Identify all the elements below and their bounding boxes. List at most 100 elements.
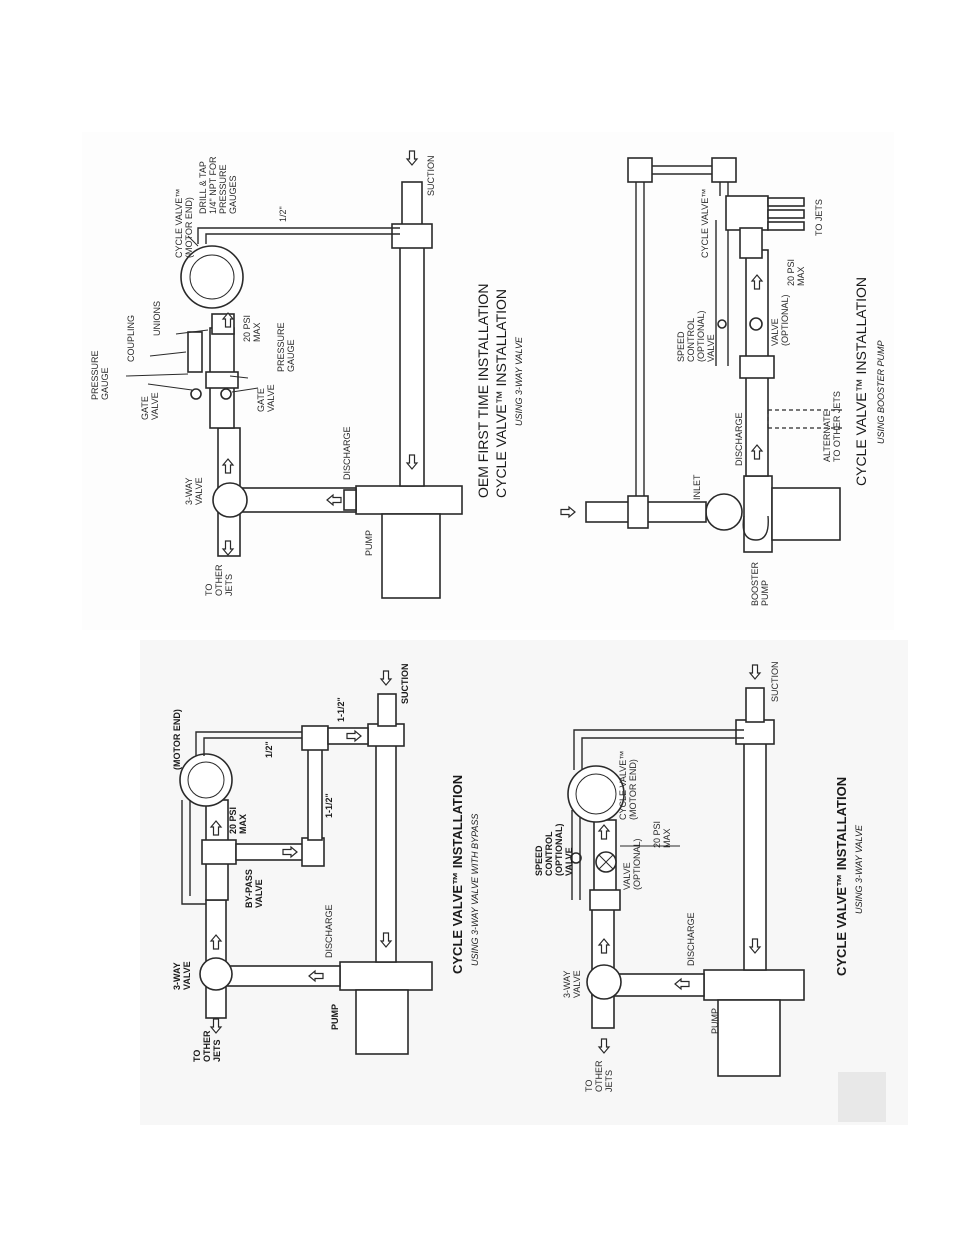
union-d <box>589 889 621 911</box>
half-inch-line-c <box>195 731 302 756</box>
pump-flange-a <box>355 485 463 515</box>
optional-valve-b <box>749 317 763 331</box>
discharge-label-b: DISCHARGE <box>734 412 744 466</box>
three-way-valve-label-d: 3-WAY VALVE <box>562 968 582 998</box>
leader-lines-a <box>125 235 259 393</box>
suction-pipe-c <box>375 735 397 963</box>
half-inch-line-a <box>197 227 400 244</box>
suction-tee-c <box>367 723 405 747</box>
optional-valve-cross-d <box>598 854 614 870</box>
booster-inlet-volute <box>705 493 743 531</box>
suction-label-d: SUCTION <box>770 662 780 703</box>
discharge-label-a: DISCHARGE <box>342 426 352 480</box>
psi-label-b: 20 PSI MAX <box>786 256 806 286</box>
booster-elbow <box>742 515 769 541</box>
union-a <box>205 371 239 389</box>
speed-line-d <box>571 810 581 900</box>
cycle-valve-inner-a <box>189 254 235 300</box>
elbow-b2 <box>711 157 737 183</box>
pump-label-d: PUMP <box>710 1008 720 1034</box>
pump-body-a <box>381 513 441 599</box>
pump-body-c <box>355 989 409 1055</box>
suction-label-a: SUCTION <box>426 156 436 197</box>
bypass-riser-c <box>307 745 323 841</box>
three-way-valve-c <box>199 957 233 991</box>
speed-control-valve-b <box>717 319 727 329</box>
coupling-label-a: COUPLING <box>126 315 136 362</box>
suction-label-c: SUCTION <box>400 664 410 705</box>
subtitle-d: USING 3-WAY VALVE <box>854 824 864 914</box>
panel-three-way: TO OTHER JETS 3-WAY VALVE PUMP DISCHARGE… <box>534 662 864 1093</box>
suction-pipe-a <box>399 231 425 487</box>
title-three-way: CYCLE VALVE™ INSTALLATION <box>834 777 849 976</box>
bypass-side-line-c <box>181 800 206 905</box>
one-half-label-c2: 1-1/2" <box>324 793 334 818</box>
suction-inlet-c <box>377 693 397 727</box>
jet-outlet-2 <box>767 209 805 219</box>
pump-label-a: PUMP <box>364 530 374 556</box>
bypass-tee-top-c <box>301 725 329 751</box>
panel-booster-pump: BOOSTER PUMP INLET DISCHARGE ALTERNATE T… <box>560 157 886 606</box>
subtitle-b: USING BOOSTER PUMP <box>876 340 886 444</box>
unions-label-a: UNIONS <box>152 301 162 336</box>
elbow-b1 <box>627 157 653 183</box>
bypass-valve-label-c: BY-PASS VALVE <box>244 867 264 908</box>
discharge-coupling-a <box>343 489 357 511</box>
cycle-valve-inner-d <box>575 773 617 815</box>
panel-bypass: TO OTHER JETS 3-WAY VALVE PUMP DISCHARGE… <box>172 664 480 1063</box>
three-way-valve-label-c: 3-WAY VALVE <box>172 960 192 990</box>
pump-flange-d <box>703 969 805 1001</box>
inlet-tee-b <box>627 495 649 529</box>
title-oem-first: OEM FIRST TIME INSTALLATION <box>475 284 491 498</box>
cycle-valve-label-a: CYCLE VALVE™ (MOTOR END) <box>174 186 194 258</box>
three-way-valve-label-a: 3-WAY VALVE <box>184 475 204 505</box>
booster-body <box>771 487 841 541</box>
inlet-label-b: INLET <box>692 474 702 500</box>
cycle-valve-inner-c <box>187 761 225 799</box>
suction-tee-d <box>735 719 775 745</box>
jet-outlet-3 <box>767 221 805 231</box>
to-other-jets-c: TO OTHER JETS <box>192 1028 222 1062</box>
half-inch-label-c: 1/2" <box>264 741 274 758</box>
three-way-valve-d <box>586 964 622 1000</box>
speed-control-label-d: SPEED CONTROL (OPTIONAL) VALVE <box>534 821 574 876</box>
cycle-valve-body-b <box>725 195 769 231</box>
psi-label-d: 20 PSI MAX <box>652 818 672 848</box>
title-bypass: CYCLE VALVE™ INSTALLATION <box>450 775 465 974</box>
three-way-valve-a <box>212 482 248 518</box>
scan-corner-mark <box>838 1072 886 1122</box>
cycle-valve-label-d: CYCLE VALVE™ (MOTOR END) <box>618 748 638 820</box>
pump-flange-c <box>339 961 433 991</box>
coupling-a <box>187 331 203 373</box>
to-other-jets-d: TO OTHER JETS <box>584 1058 614 1092</box>
panel-oem-first-time: TO OTHER JETS 3-WAY VALVE PUMP DISCHARGE… <box>90 150 524 599</box>
optional-valve-label-d: VALVE (OPTIONAL) <box>622 838 642 890</box>
psi-label-c: 20 PSI MAX <box>228 804 248 834</box>
gate-valve-label-2: GATE VALVE <box>256 384 276 412</box>
discharge-label-d: DISCHARGE <box>686 912 696 966</box>
vertical-pipe-3way-d <box>591 899 615 1029</box>
speed-control-line-b <box>715 220 729 366</box>
psi-label-a: 20 PSI MAX <box>242 312 262 342</box>
gate-valve-symbol-1 <box>190 388 202 400</box>
alternate-jets-dashed <box>767 409 842 429</box>
discharge-label-c: DISCHARGE <box>324 904 334 958</box>
title-cycle-valve-a: CYCLE VALVE™ INSTALLATION <box>493 289 509 498</box>
union-b1 <box>739 355 775 379</box>
motor-end-label-c: (MOTOR END) <box>172 709 182 770</box>
booster-flange <box>743 475 773 553</box>
pump-body-d <box>717 999 781 1077</box>
title-booster: CYCLE VALVE™ INSTALLATION <box>853 277 869 486</box>
half-inch-label-a: 1/2" <box>278 206 288 222</box>
cycle-valve-elbow-b <box>739 227 763 259</box>
drill-tap-label: DRILL & TAP 1/4" NPT FOR PRESSURE GAUGES <box>198 154 238 214</box>
suction-inlet-d <box>745 687 765 723</box>
return-line-d <box>573 729 744 770</box>
to-jets-label-b: TO JETS <box>814 199 824 236</box>
pressure-gauge-label-1: PRESSURE GAUGE <box>90 348 110 400</box>
bypass-tee-c <box>201 839 237 865</box>
gate-valve-symbol-2 <box>220 388 232 400</box>
subtitle-c: USING 3-WAY VALVE WITH BYPASS <box>470 814 480 966</box>
gate-valve-label-1: GATE VALVE <box>140 392 160 420</box>
